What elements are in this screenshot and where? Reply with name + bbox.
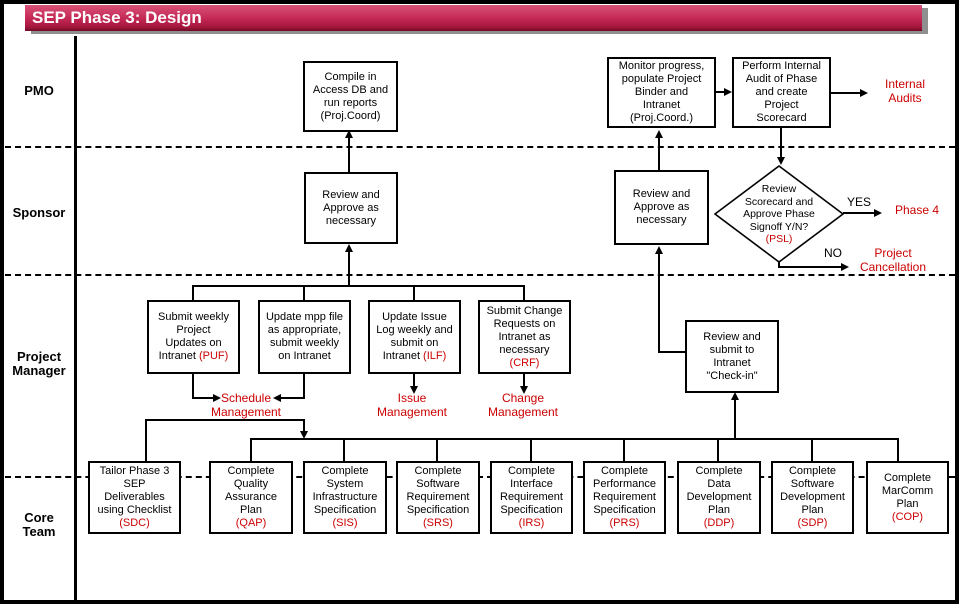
arrowhead-right-icon: [841, 263, 849, 271]
process-sdp: Complete Software Development Plan (SDP): [771, 461, 854, 534]
arrowhead-down-icon: [410, 386, 418, 394]
arrowhead-right-icon: [860, 89, 868, 97]
lane-label-project-manager: Project Manager: [12, 349, 66, 378]
process-tailor-deliverables-sdc: Tailor Phase 3 SEP Deliverables using Ch…: [88, 461, 181, 534]
connector-no-down: [778, 260, 780, 268]
page-title: SEP Phase 3: Design: [25, 5, 922, 31]
diamond-shape: [714, 165, 844, 263]
process-srs: Complete Software Requirement Specificat…: [396, 461, 480, 534]
arrowhead-up-icon: [731, 392, 739, 400]
arrowhead-up-icon: [655, 130, 663, 138]
pm-bus-stub: [523, 286, 525, 300]
label-schedule-management: Schedule Management: [210, 391, 282, 419]
connector-pm1-down: [192, 373, 194, 399]
process-review-approve-right: Review and Approve as necessary: [614, 170, 709, 245]
pm-bus-line: [192, 285, 525, 287]
arrowhead-down-icon: [520, 386, 528, 394]
process-compile-access-db: Compile in Access DB and run reports (Pr…: [303, 61, 398, 132]
lane-label-sponsor: Sponsor: [12, 205, 66, 220]
pm-bus-stub: [303, 286, 305, 300]
connector-schedule-to-sdc: [145, 419, 147, 461]
core-bus-stub: [343, 440, 345, 461]
connector-pm1-right: [192, 397, 214, 399]
process-checkin: Review and submit to Intranet "Check-in": [685, 320, 779, 393]
label-internal-audits: Internal Audits: [884, 77, 926, 105]
lane-divider-pm-core: [5, 476, 955, 478]
label-issue-management: Issue Management: [376, 391, 448, 419]
arrowhead-up-icon: [655, 246, 663, 254]
label-phase-4: Phase 4: [894, 203, 940, 217]
process-irs: Complete Interface Requirement Specifica…: [490, 461, 573, 534]
core-bus-stub: [897, 440, 899, 461]
connector-no-right: [778, 266, 843, 268]
arrowhead-right-icon: [874, 209, 882, 217]
core-bus-stub: [530, 440, 532, 461]
label-yes: YES: [846, 195, 871, 209]
connector-perform-to-decision: [780, 128, 782, 159]
lane-label-core-team: Core Team: [22, 510, 56, 539]
core-bus-stub: [623, 440, 625, 461]
process-update-mpp: Update mpp file as appropriate, submit w…: [258, 300, 351, 374]
connector-perform-to-audits: [830, 92, 862, 94]
connector-checkin-left: [658, 351, 686, 353]
process-prs: Complete Performance Requirement Specifi…: [583, 461, 666, 534]
arrowhead-up-icon: [345, 130, 353, 138]
process-qap: Complete Quality Assurance Plan (QAP): [209, 461, 293, 534]
process-sis: Complete System Infrastructure Specifica…: [303, 461, 387, 534]
lane-label-pmo: PMO: [24, 83, 54, 98]
arrowhead-right-icon: [213, 394, 221, 402]
core-bus-line: [250, 438, 899, 440]
label-no: NO: [824, 246, 842, 260]
process-update-issue-log: Update Issue Log weekly and submit on In…: [368, 300, 461, 374]
lane-divider-pmo-sponsor: [5, 146, 955, 148]
outer-border: [0, 0, 959, 604]
connector-sponsorright-to-monitor: [658, 132, 660, 170]
process-submit-weekly-updates: Submit weekly Project Updates on Intrane…: [147, 300, 240, 374]
pm-bus-stub: [413, 286, 415, 300]
core-bus-stub: [436, 440, 438, 461]
connector-schedule-to-corebus: [303, 419, 305, 432]
core-bus-stub: [717, 440, 719, 461]
connector-pm2-left: [281, 397, 305, 399]
connector-yes: [843, 212, 876, 214]
connector-pmbus-to-sponsorleft: [348, 246, 350, 286]
connector-sponsorleft-to-compile: [348, 132, 350, 172]
lane-column-divider: [74, 36, 77, 600]
connector-pm3-down: [413, 373, 415, 387]
label-project-cancellation: Project Cancellation: [859, 246, 927, 274]
label-change-management: Change Management: [487, 391, 559, 419]
core-bus-stub: [811, 440, 813, 461]
lane-divider-sponsor-pm: [5, 274, 955, 276]
core-bus-stub: [250, 440, 252, 461]
connector-pm2-down: [303, 373, 305, 399]
arrowhead-down-icon: [777, 157, 785, 165]
pm-bus-stub: [192, 286, 194, 300]
connector-checkin-to-sponsorright: [658, 249, 660, 353]
decision-scorecard-signoff: Review Scorecard and Approve Phase Signo…: [714, 165, 844, 264]
arrowhead-down-icon: [300, 431, 308, 439]
process-review-approve-left: Review and Approve as necessary: [304, 172, 398, 244]
connector-monitor-to-perform: [715, 91, 727, 93]
arrowhead-right-icon: [724, 88, 732, 96]
process-internal-audit: Perform Internal Audit of Phase and crea…: [732, 57, 831, 128]
process-monitor-progress: Monitor progress, populate Project Binde…: [607, 57, 716, 128]
decision-text: Review Scorecard and Approve Phase Signo…: [743, 183, 815, 246]
process-ddp: Complete Data Development Plan (DDP): [677, 461, 761, 534]
arrowhead-up-icon: [345, 244, 353, 252]
process-submit-change-requests: Submit Change Requests on Intranet as ne…: [478, 300, 571, 374]
connector-pm4-down: [523, 373, 525, 387]
process-cop: Complete MarComm Plan (COP): [866, 461, 949, 534]
connector-schedule-horizontal: [145, 419, 305, 421]
connector-corebus-to-checkin: [734, 395, 736, 439]
arrowhead-left-icon: [273, 394, 281, 402]
